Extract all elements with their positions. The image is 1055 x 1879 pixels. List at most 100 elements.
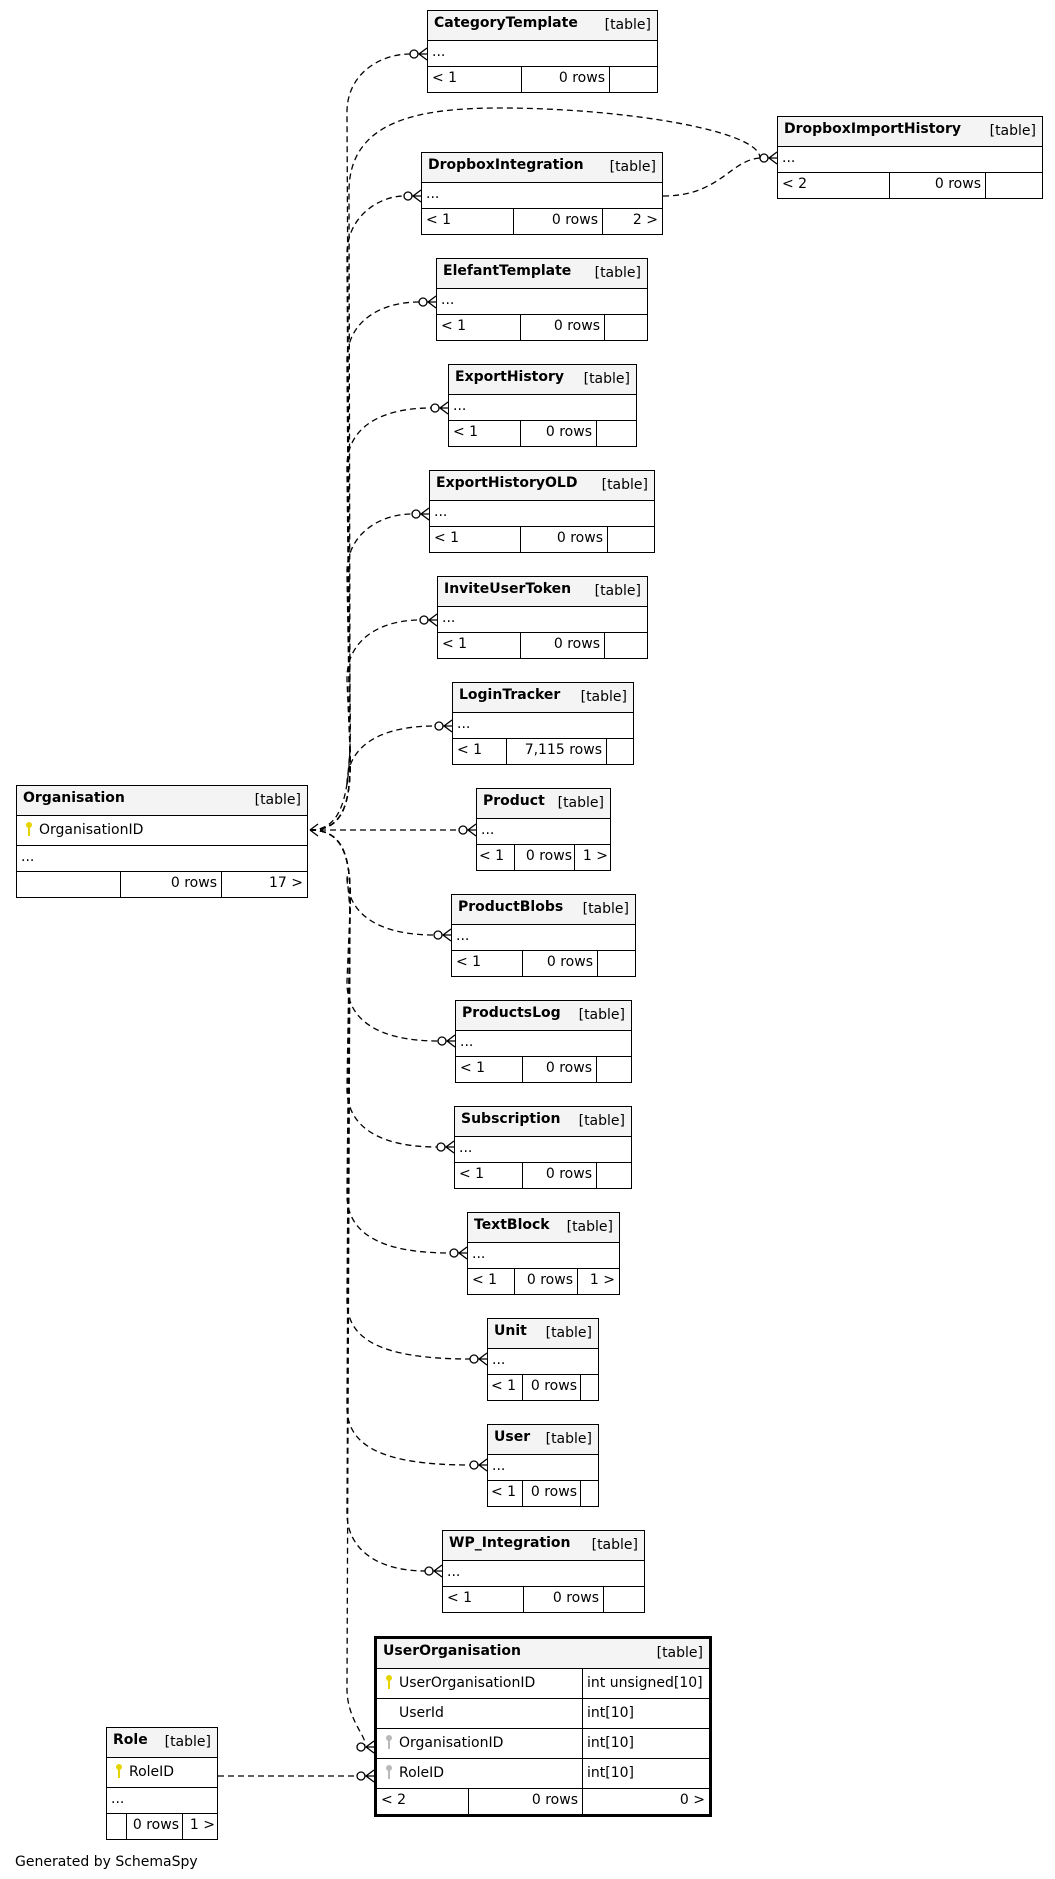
row-count: 0 rows: [523, 1375, 581, 1400]
table-tag: [table]: [566, 1219, 613, 1235]
table-tag: [table]: [164, 1734, 211, 1750]
link-products-log: [309, 829, 439, 1042]
link-product-end: [458, 823, 477, 837]
child-count: 1 >: [189, 1817, 215, 1833]
columns-ellipsis: ...: [441, 292, 455, 308]
row-count: 0 rows: [522, 67, 610, 92]
child-count: 2 >: [632, 212, 658, 228]
table-name: DropboxIntegration: [428, 157, 584, 173]
columns-ellipsis: ...: [456, 928, 470, 944]
parent-count: < 1: [455, 1163, 523, 1188]
link-login-tracker-end: [434, 719, 453, 733]
link-user-organisation-org-end: [356, 1740, 375, 1754]
child-count: [597, 1163, 631, 1188]
child-count: [607, 739, 633, 764]
row-count: 0 rows: [515, 845, 575, 870]
parent-count: < 1: [428, 67, 522, 92]
parent-count: < 1: [422, 209, 514, 234]
columns-ellipsis: ...: [492, 1352, 506, 1368]
row-count: 0 rows: [521, 527, 608, 552]
table-name: ExportHistoryOLD: [436, 475, 578, 491]
primary-key-icon: [385, 1675, 393, 1689]
link-dropbox-import-history: [309, 107, 761, 831]
link-elefant-template-end: [418, 295, 437, 309]
table-tag: [table]: [989, 123, 1036, 139]
parent-count: < 1: [453, 739, 507, 764]
table-organisation[interactable]: Organisation[table] OrganisationID ... 0…: [16, 785, 308, 898]
generated-by-note: Generated by SchemaSpy: [15, 1854, 198, 1870]
table-name: Product: [483, 793, 545, 809]
row-count: 0 rows: [469, 1789, 583, 1814]
columns-ellipsis: ...: [459, 1140, 473, 1156]
table-user-organisation[interactable]: UserOrganisation[table] UserOrganisation…: [374, 1636, 712, 1817]
table-name: ExportHistory: [455, 369, 565, 385]
row-count: 0 rows: [523, 951, 598, 976]
parent-count: < 1: [443, 1587, 524, 1612]
link-subscription-end: [436, 1140, 455, 1154]
table-tag: [table]: [594, 583, 641, 599]
table-name: CategoryTemplate: [434, 15, 578, 31]
row-count: 0 rows: [524, 1587, 604, 1612]
link-product-blobs-end: [433, 928, 452, 942]
table-tag: [table]: [583, 371, 630, 387]
parent-count: < 1: [456, 1057, 523, 1082]
table-tag: [table]: [578, 1007, 625, 1023]
table-name: DropboxImportHistory: [784, 121, 962, 137]
row-count: 0 rows: [523, 1057, 597, 1082]
link-user-end: [469, 1458, 488, 1472]
parent-count: < 1: [477, 845, 515, 870]
column-role-id: RoleID: [129, 1764, 175, 1780]
row-count: 0 rows: [121, 872, 222, 897]
parent-count: < 1: [468, 1269, 515, 1294]
organisation-connector-origin: [309, 823, 319, 837]
column-name: UserId: [399, 1705, 444, 1721]
link-wp-integration-end: [424, 1564, 443, 1578]
columns-ellipsis: ...: [460, 1034, 474, 1050]
table-tag: [table]: [254, 792, 301, 808]
table-tag: [table]: [591, 1537, 638, 1553]
row-count: 0 rows: [515, 1269, 578, 1294]
link-category-template: [309, 53, 411, 831]
columns-ellipsis: ...: [426, 186, 440, 202]
parent-count: < 1: [488, 1481, 523, 1506]
link-invite-user-token-end: [419, 613, 438, 627]
table-tag: [table]: [604, 17, 651, 33]
table-tag: [table]: [557, 795, 604, 811]
parent-count: < 1: [449, 421, 521, 446]
link-export-history: [309, 407, 432, 831]
link-category-template-end: [409, 47, 428, 61]
primary-key-icon: [25, 822, 33, 836]
table-name: ElefantTemplate: [443, 263, 572, 279]
column-name: RoleID: [399, 1765, 445, 1781]
child-count: 1 >: [582, 848, 608, 864]
row-count: 7,115 rows: [507, 739, 607, 764]
link-elefant-template: [309, 301, 420, 831]
table-tag: [table]: [582, 901, 629, 917]
link-export-history-old-end: [411, 507, 430, 521]
table-tag: [table]: [580, 689, 627, 705]
column-type: int[10]: [587, 1705, 634, 1721]
column-type: int[10]: [587, 1735, 634, 1751]
row-count: 0 rows: [890, 173, 986, 198]
child-count: [610, 67, 657, 92]
parent-count: < 1: [430, 527, 521, 552]
table-tag: [table]: [545, 1431, 592, 1447]
link-dropbox-integration-end: [403, 189, 422, 203]
